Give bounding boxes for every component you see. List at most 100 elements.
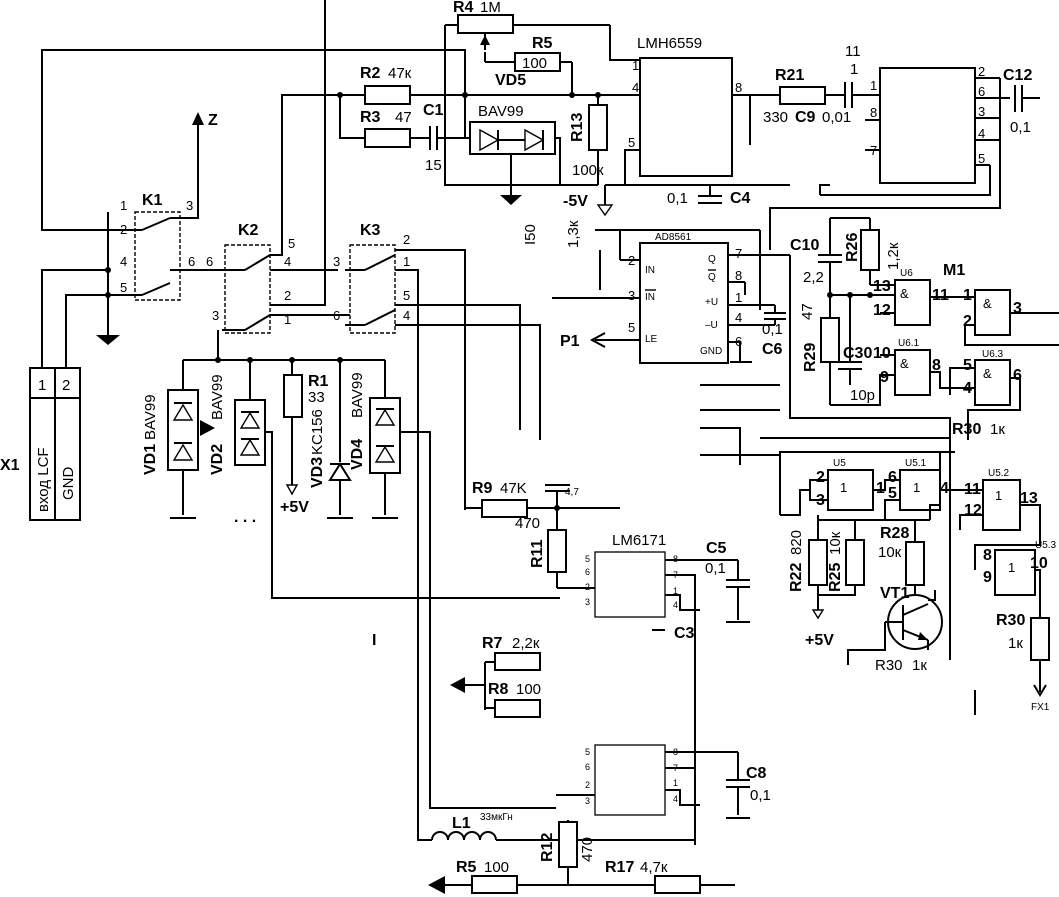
svg-text:8: 8 bbox=[735, 268, 742, 283]
r21-value: 330 bbox=[763, 109, 788, 126]
c11-label: 11 bbox=[845, 43, 861, 60]
u4-gnd: GND bbox=[700, 346, 722, 357]
svg-text:13: 13 bbox=[1020, 490, 1038, 507]
resistor-r8: R8 100 bbox=[485, 681, 541, 718]
svg-text:10: 10 bbox=[1030, 555, 1048, 572]
c9-value: 0,01 bbox=[822, 109, 851, 126]
u3-label: LMH6559 bbox=[637, 35, 702, 52]
svg-text:1: 1 bbox=[963, 287, 972, 304]
arrow-left-icon-r5 bbox=[428, 876, 445, 894]
resistor-r12: R12 470 bbox=[539, 820, 596, 885]
transistor-vt1: VT1 bbox=[847, 585, 943, 665]
svg-text:10: 10 bbox=[873, 345, 891, 362]
u4-qbar: Q bbox=[708, 272, 716, 283]
svg-text:1: 1 bbox=[735, 290, 742, 305]
resistor-r17: R17 4,7к bbox=[605, 859, 701, 894]
svg-text:1: 1 bbox=[632, 58, 639, 73]
svg-text:4: 4 bbox=[978, 126, 985, 141]
capacitor-c30: C30 10p bbox=[838, 295, 875, 404]
svg-text:2: 2 bbox=[963, 313, 972, 330]
r17-value: 4,7к bbox=[640, 859, 668, 876]
vd5-type: BAV99 bbox=[478, 103, 524, 120]
i50-label: I50 bbox=[522, 224, 539, 245]
svg-text:12: 12 bbox=[873, 302, 891, 319]
c4-value: 0,1 bbox=[667, 190, 688, 207]
r29-ref: R30 bbox=[952, 421, 981, 438]
svg-text:5: 5 bbox=[628, 135, 635, 150]
k2-pin6: 6 bbox=[206, 254, 213, 269]
c9-ref: C9 bbox=[795, 109, 816, 126]
k2-ref: K2 bbox=[238, 222, 259, 239]
svg-text:4,7: 4,7 bbox=[565, 487, 579, 498]
u5-1-label: U5.1 bbox=[905, 458, 927, 469]
svg-text:6: 6 bbox=[1013, 367, 1022, 384]
gate-u6: & U6 13 12 11 bbox=[873, 268, 949, 326]
r28-ref: R28 bbox=[880, 525, 909, 542]
c12-ref: C12 bbox=[1003, 67, 1032, 84]
r29-value: 1к bbox=[912, 657, 927, 674]
r25-ref: R25 bbox=[827, 563, 844, 592]
resistor-r23: R29 47 bbox=[799, 295, 840, 405]
u5-label: U5 bbox=[833, 458, 846, 469]
svg-text:2: 2 bbox=[585, 780, 590, 790]
u4-vminus: –U bbox=[705, 320, 718, 331]
c12-value: 0,1 bbox=[1010, 119, 1031, 136]
c30-ref: C30 bbox=[843, 345, 872, 362]
diode-vd3: VD3 KC156 bbox=[309, 360, 353, 519]
svg-text:1: 1 bbox=[870, 78, 877, 93]
u6-label: U6 bbox=[900, 268, 913, 279]
u5-2-label: U5.2 bbox=[988, 468, 1010, 479]
wire-x1-pin1 bbox=[41, 269, 108, 368]
c8-ref: C6 bbox=[762, 341, 783, 358]
c6-ref: C8 bbox=[746, 765, 767, 782]
ic-u1: LM6171 5 6 2 3 8 7 1 4 bbox=[585, 532, 678, 618]
resistor-r22: R22 820 +5V bbox=[788, 515, 834, 649]
resistor-r9: R5 100 bbox=[484, 35, 573, 95]
k2-pin4: 4 bbox=[284, 254, 291, 269]
svg-text:13: 13 bbox=[873, 278, 891, 295]
svg-text:3: 3 bbox=[978, 104, 985, 119]
resistor-r21: R21 bbox=[775, 67, 826, 105]
capacitor-c9: C9 0,01 bbox=[795, 82, 853, 126]
x1-pin1-label: 1 bbox=[38, 377, 46, 394]
resistor-r26: R26 1,2к bbox=[844, 218, 902, 285]
resistor-r5: R5 100 bbox=[456, 859, 518, 894]
x1-ref: X1 bbox=[0, 457, 20, 474]
k1-pin4: 4 bbox=[120, 254, 127, 269]
u4-le: LE bbox=[645, 334, 658, 345]
c10-ref: C10 bbox=[790, 237, 819, 254]
k1-pin6: 6 bbox=[188, 254, 195, 269]
svg-text:1: 1 bbox=[913, 480, 920, 495]
relay-k3: K3 3 2 1 5 6 4 bbox=[333, 222, 541, 841]
l1-ref: L1 bbox=[452, 815, 471, 832]
svg-text:4: 4 bbox=[632, 80, 639, 95]
svg-text:1: 1 bbox=[876, 480, 885, 497]
x1-pin2-label: 2 bbox=[62, 377, 70, 394]
svg-text:&: & bbox=[900, 356, 909, 371]
svg-text:4: 4 bbox=[963, 380, 972, 397]
svg-text:8: 8 bbox=[870, 105, 877, 120]
svg-text:7: 7 bbox=[870, 143, 877, 158]
resistor-r3: R3 47 bbox=[360, 109, 412, 148]
ground-symbol-k1 bbox=[96, 335, 120, 345]
k1-pin3: 3 bbox=[186, 198, 193, 213]
resistor-r11: R11 470 bbox=[515, 508, 567, 588]
gate-u5-1: 1 U5.1 6 5 4 bbox=[888, 458, 949, 511]
resistor-r13: R13 100к bbox=[569, 95, 608, 185]
c5-ref: C5 bbox=[706, 540, 727, 557]
k2-pin1: 1 bbox=[284, 312, 291, 327]
vd4-type: BAV99 bbox=[349, 372, 366, 418]
wire-x1-pin2 bbox=[65, 294, 108, 368]
r23-value: 47 bbox=[799, 303, 816, 320]
svg-text:1: 1 bbox=[1008, 560, 1015, 575]
fx1-label: FX1 bbox=[1031, 702, 1050, 713]
svg-text:1: 1 bbox=[673, 586, 678, 596]
svg-text:5: 5 bbox=[963, 357, 972, 374]
c1-value: 15 bbox=[425, 157, 442, 174]
arrow-left-icon-r7 bbox=[450, 677, 465, 693]
svg-text:1: 1 bbox=[673, 778, 678, 788]
capacitor-c12: C12 0,1 bbox=[1003, 67, 1040, 136]
c10-value: 2,2 bbox=[803, 269, 824, 286]
svg-text:3: 3 bbox=[628, 288, 635, 303]
r22-value: 820 bbox=[788, 530, 805, 555]
